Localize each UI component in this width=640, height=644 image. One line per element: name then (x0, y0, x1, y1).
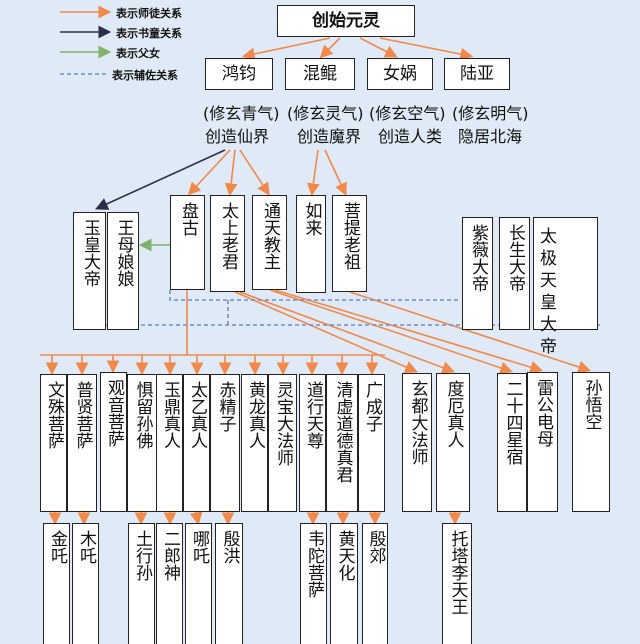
gen1-role: 隐居北海 (458, 127, 523, 146)
node-gen1: 女娲 (367, 58, 433, 90)
node-gen4: 木吒 (72, 523, 99, 644)
node-root: 创始元灵 (277, 5, 415, 37)
node-gen3: 广成子 (358, 374, 385, 512)
node-gen3: 清虚道德真君 (326, 374, 358, 512)
gen1-note: (修玄灵气) (287, 104, 364, 123)
node-gen4: 韦陀菩萨 (300, 523, 327, 644)
node-gen4: 哪吒 (185, 523, 212, 644)
node-gen3: 孙悟空 (572, 372, 610, 512)
node-gen3: 二十四星宿 (497, 373, 527, 512)
node-gen1: 混鲲 (285, 58, 355, 90)
node-gen4: 金吒 (43, 523, 70, 644)
node-gen2: 如来 (296, 195, 326, 293)
gen1-note: (修玄青气) (203, 104, 280, 123)
legend-master: 表示师徒关系 (116, 7, 182, 20)
node-gen3: 赤精子 (210, 374, 240, 512)
node-gen4: 黄天化 (330, 523, 358, 644)
node-gen2: 盘古 (170, 195, 205, 290)
node-gen3: 黄龙真人 (241, 374, 268, 512)
node-gen3: 灵宝大法师 (268, 374, 297, 512)
node-gen2: 太上老君 (210, 195, 245, 292)
node-gen4: 殷郊 (362, 523, 388, 644)
gen1-note: (修玄明气) (452, 104, 529, 123)
legend-parent: 表示父女 (116, 47, 160, 60)
node-gen2: 通天教主 (252, 195, 287, 290)
node-gen3: 玄都大法师 (402, 373, 432, 512)
node-gen4: 二郎神 (156, 523, 183, 644)
node-gen1: 鸿钧 (205, 58, 273, 90)
node-emperor: 太极天皇大帝 (533, 217, 598, 357)
gen1-role: 创造仙界 (205, 127, 270, 146)
legend-servant: 表示书童关系 (116, 27, 182, 40)
servant-edge (95, 149, 226, 210)
node-gen2: 菩提老祖 (332, 195, 367, 292)
node-gen1: 陆亚 (444, 58, 510, 90)
node-gen3: 惧留孙佛 (127, 374, 157, 512)
node-gen3: 玉鼎真人 (156, 374, 183, 512)
legend-assist: 表示辅佐关系 (112, 69, 178, 82)
gen1-role: 创造魔界 (297, 127, 362, 146)
node-gen3: 道行天尊 (299, 374, 326, 512)
node-gen4: 托塔李天王 (442, 523, 472, 644)
node-gen3: 普贤菩萨 (67, 374, 97, 512)
node-gen3: 文殊菩萨 (40, 374, 67, 512)
node-emperor: 紫薇大帝 (462, 217, 493, 330)
node-gen3: 雷公电母 (527, 372, 558, 512)
gen1-role: 创造人类 (378, 127, 443, 146)
node-heaven: 王母娘娘 (107, 212, 139, 330)
master-edges (40, 37, 592, 526)
node-gen4: 土行孙 (128, 523, 155, 644)
node-gen3: 观音菩萨 (100, 372, 127, 512)
gen1-note: (修玄空气) (369, 104, 446, 123)
node-gen3: 度厄真人 (436, 373, 470, 512)
node-gen3: 太乙真人 (183, 374, 210, 512)
node-heaven: 玉皇大帝 (73, 212, 106, 330)
node-gen4: 殷洪 (215, 523, 243, 644)
node-emperor: 长生大帝 (499, 217, 530, 330)
